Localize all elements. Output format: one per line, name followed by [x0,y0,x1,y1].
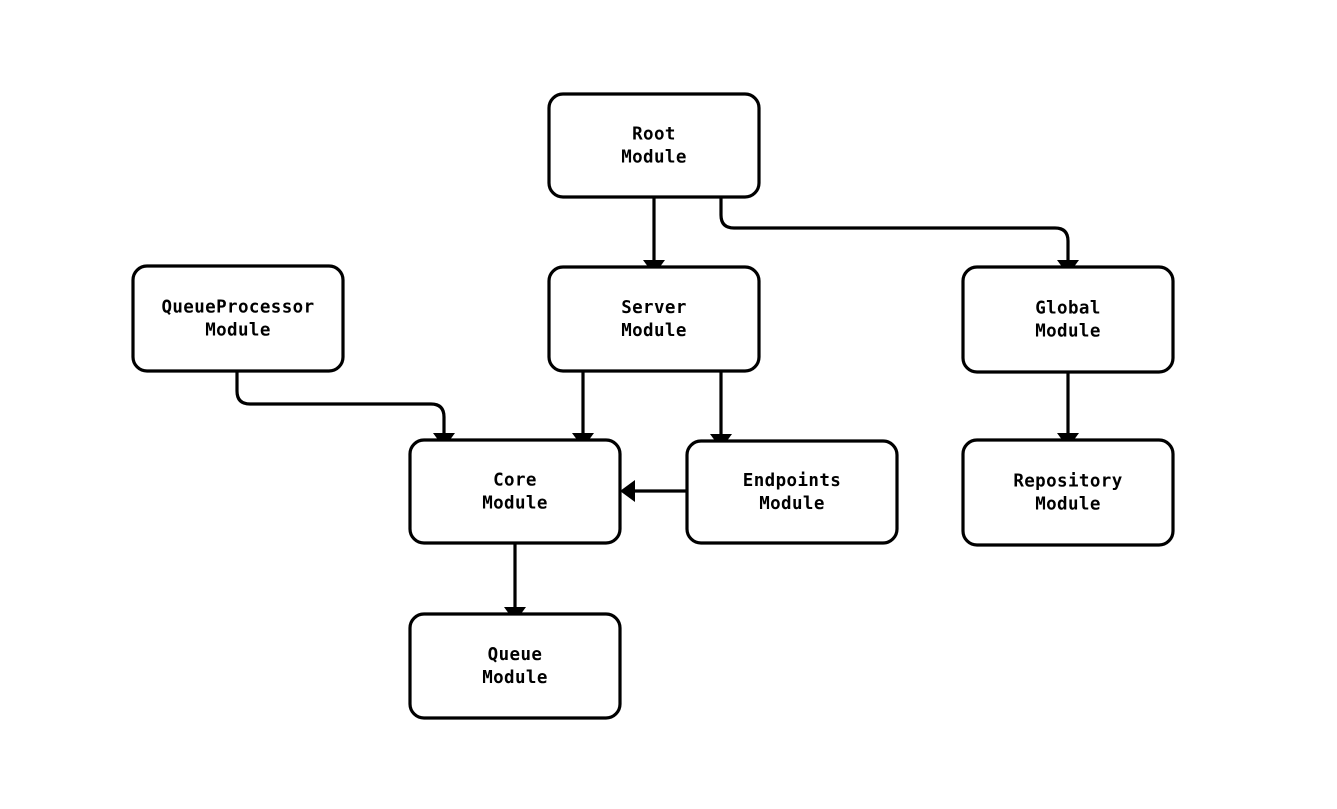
node-label-secondary: Module [621,148,687,168]
node-label-primary: QueueProcessor [161,298,314,318]
edge-root-to-global [719,197,1079,275]
node-label-secondary: Module [205,321,271,341]
node-label-primary: Endpoints [743,471,841,491]
nodes-layer: RootModuleQueueProcessorModuleServerModu… [131,92,1175,720]
node-label-secondary: Module [621,321,687,341]
node-label-primary: Queue [488,645,543,665]
node-label-primary: Global [1035,299,1101,319]
node-box[interactable] [408,612,622,720]
node-box[interactable] [547,265,761,373]
node-label-secondary: Module [759,494,825,514]
node-box[interactable] [961,438,1175,547]
edges-layer [235,197,1079,622]
node-box[interactable] [547,92,761,199]
node-label-primary: Repository [1013,472,1122,492]
node-label-secondary: Module [482,668,548,688]
edge-core-to-queue [504,543,526,622]
node-box[interactable] [961,265,1175,374]
edge-endpoints-to-core [620,480,687,502]
node-label-secondary: Module [1035,322,1101,342]
node-label-primary: Root [632,125,676,145]
node-box[interactable] [408,438,622,545]
node-label-secondary: Module [1035,495,1101,515]
node-box[interactable] [131,264,345,373]
edge-line [235,371,446,433]
edge-queueprocessor-to-core [235,371,455,448]
edge-server-to-core [572,371,594,448]
node-box[interactable] [685,439,899,545]
edge-root-to-server [643,197,665,275]
edge-global-to-repository [1057,372,1079,448]
node-label-secondary: Module [482,494,548,514]
edge-server-to-endpoints [710,371,732,449]
node-label-primary: Server [621,298,687,318]
node-label-primary: Core [493,471,537,491]
edge-line [719,197,1070,260]
arrowhead-icon [620,480,635,502]
